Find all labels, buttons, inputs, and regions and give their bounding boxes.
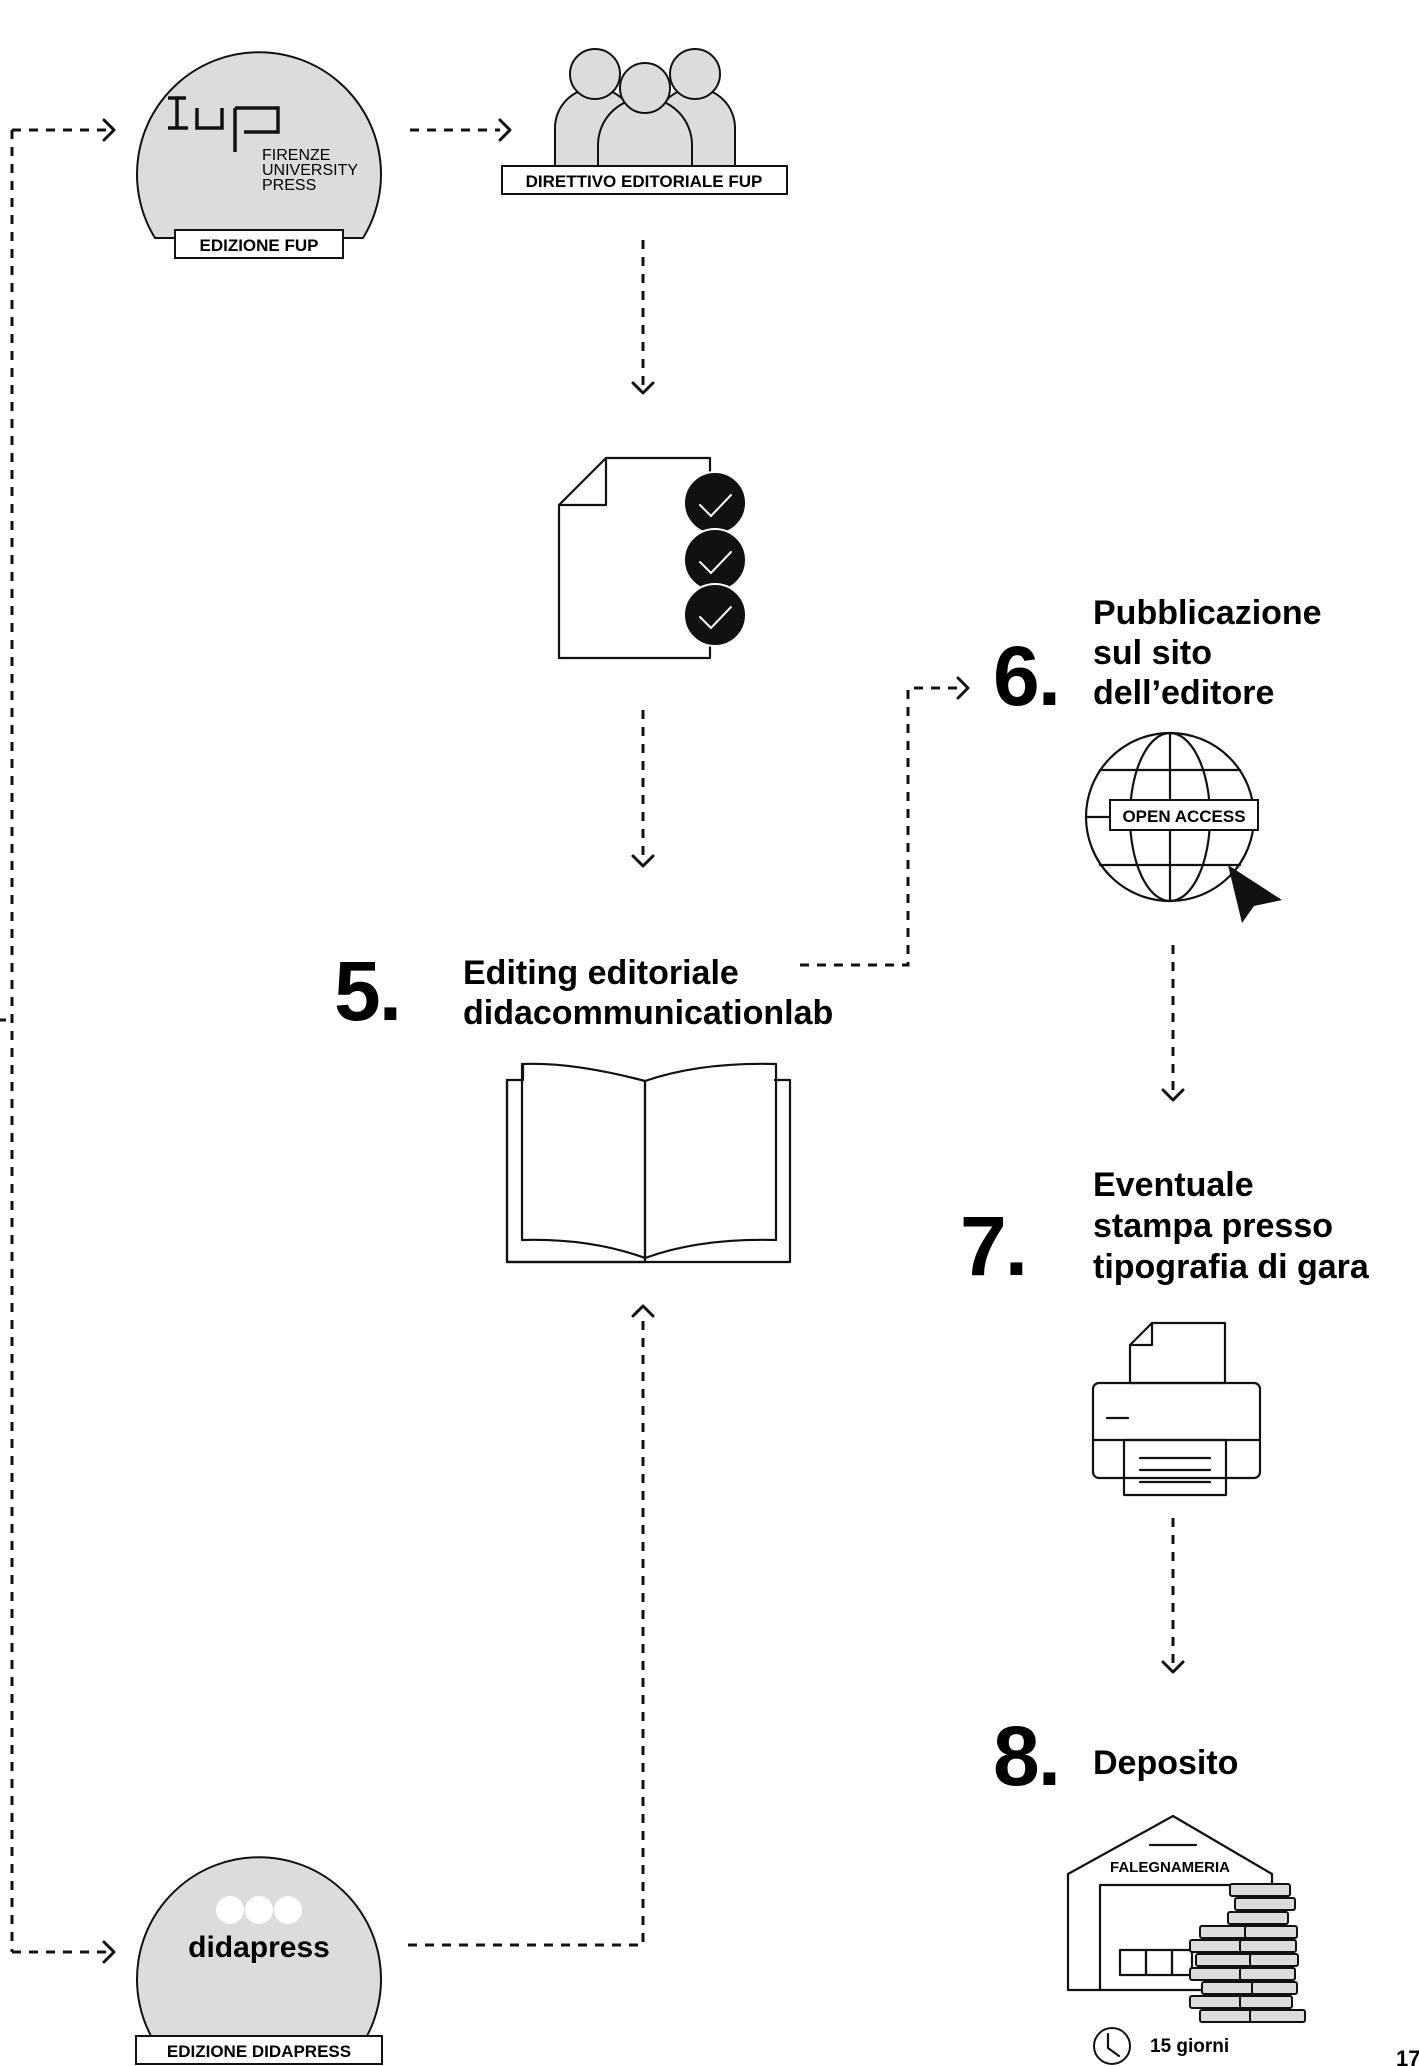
step-8-line-1: Deposito	[1093, 1744, 1238, 1782]
step-7-line-3: tipografia di gara	[1093, 1248, 1370, 1286]
connectors	[0, 118, 1185, 1964]
step-6-line-3: dell’editore	[1093, 674, 1274, 712]
printer-icon	[1091, 1321, 1262, 1497]
connector-didapress-to-book	[408, 1316, 645, 1947]
step-5: 5. Editing editoriale didacommunicationl…	[334, 944, 833, 1038]
didapress-name: didapress	[188, 1931, 330, 1964]
arrowhead-to-step5	[631, 854, 655, 868]
group-people-icon	[554, 48, 736, 169]
arrowhead-to-fup	[102, 118, 116, 142]
document-checks-icon	[557, 456, 747, 660]
fup-name-line-3: PRESS	[262, 177, 316, 194]
didapress-dots-icon	[216, 1896, 302, 1924]
fup-name-line-2: UNIVERSITY	[262, 162, 358, 179]
globe-icon	[1084, 731, 1259, 903]
open-access-label: OPEN ACCESS	[1122, 807, 1245, 826]
warehouse-label: FALEGNAMERIA	[1110, 1859, 1230, 1876]
step-6: 6. Pubblicazione sul sito dell’editore	[993, 594, 1322, 723]
fup-label: EDIZIONE FUP	[199, 236, 318, 255]
arrowhead-to-direttivo	[498, 118, 512, 142]
connector-step5-to-step6	[800, 686, 960, 967]
step-7-number: 7.	[960, 1199, 1026, 1293]
direttivo-label: DIRETTIVO EDITORIALE FUP	[526, 172, 763, 191]
fup-label-box	[174, 229, 344, 259]
direttivo-node: DIRETTIVO EDITORIALE FUP	[501, 48, 788, 195]
arrowhead-to-didapress	[102, 1940, 116, 1964]
open-book-icon	[505, 1062, 792, 1264]
step-6-line-2: sul sito	[1093, 634, 1212, 672]
arrowhead-to-step6	[956, 676, 970, 700]
didapress-logo-icon	[136, 1856, 382, 2044]
step-5-line-2: didacommunicationlab	[463, 994, 833, 1032]
step-5-line-1: Editing editoriale	[463, 954, 739, 992]
fup-logo-icon	[136, 51, 382, 239]
duration: 15 giorni	[1093, 2027, 1229, 2065]
clock-icon	[1093, 2027, 1131, 2065]
page-number: 17	[1396, 2046, 1419, 2066]
arrowhead-to-book	[631, 1304, 655, 1318]
didapress-label-box	[135, 2035, 383, 2065]
step-8: 8. Deposito	[993, 1709, 1238, 1803]
cursor-icon	[1228, 865, 1282, 923]
fup-mark	[168, 96, 280, 152]
direttivo-label-box	[501, 165, 788, 195]
step-8-number: 8.	[993, 1709, 1059, 1803]
fup-name-line-1: FIRENZE	[262, 147, 330, 164]
arrowhead-to-step8	[1161, 1660, 1185, 1674]
duration-label: 15 giorni	[1150, 2036, 1229, 2057]
step-6-line-1: Pubblicazione	[1093, 594, 1322, 632]
step-7: 7. Eventuale stampa presso tipografia di…	[960, 1166, 1370, 1293]
didapress-node: didapress EDIZIONE DIDAPRESS	[135, 1856, 383, 2065]
arrowhead-to-step7	[1161, 1088, 1185, 1102]
step-6-number: 6.	[993, 629, 1059, 723]
arrowhead-to-document	[631, 381, 655, 395]
warehouse-icon: FALEGNAMERIA	[1066, 1814, 1306, 2023]
didapress-label: EDIZIONE DIDAPRESS	[167, 2042, 351, 2061]
step-5-number: 5.	[334, 944, 400, 1038]
fup-node: FIRENZE UNIVERSITY PRESS EDIZIONE FUP	[136, 51, 382, 259]
step-7-line-2: stampa presso	[1093, 1207, 1333, 1245]
step-7-line-1: Eventuale	[1093, 1166, 1254, 1204]
